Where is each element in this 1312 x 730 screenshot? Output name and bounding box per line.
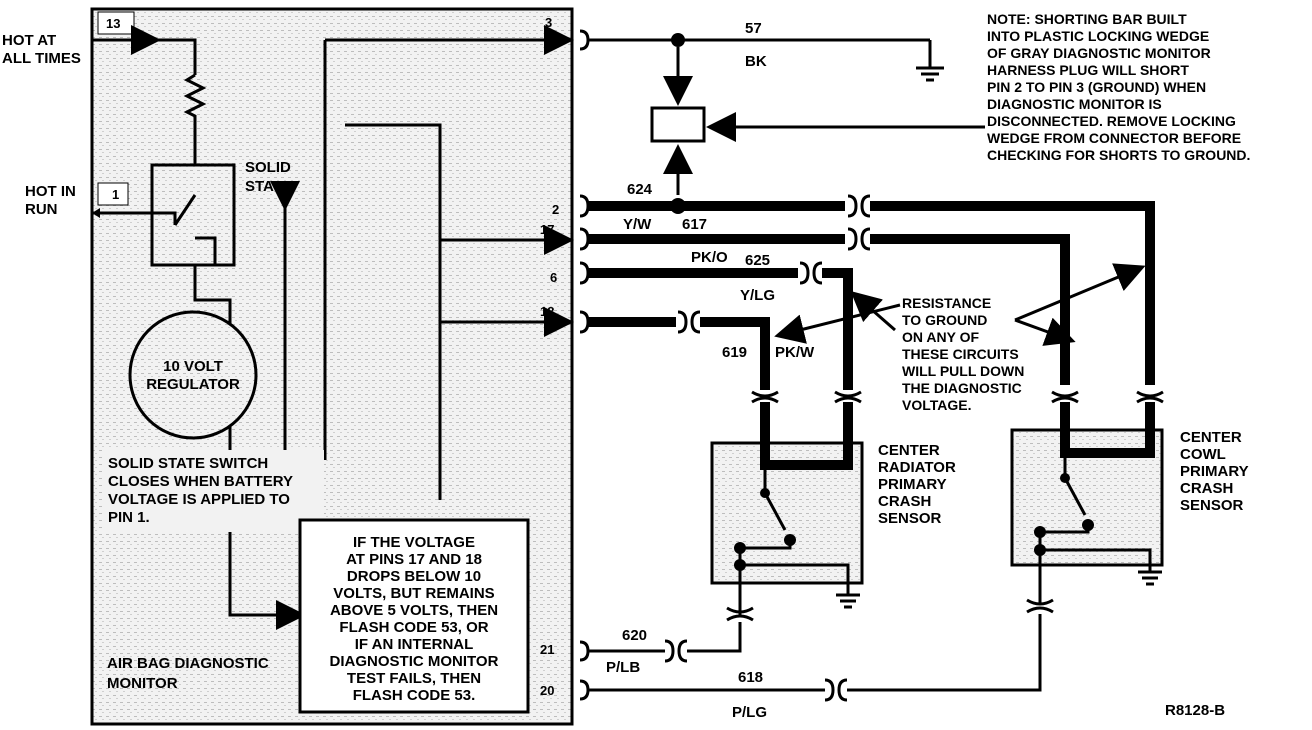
circuit-618-color: P/LG: [732, 704, 767, 721]
switch-note-line2: CLOSES WHEN BATTERY: [108, 473, 293, 490]
circuit-620-color: P/LB: [606, 659, 640, 676]
circuit-618: 618 P/LG: [588, 614, 1042, 721]
hot-at-all-times-line1: HOT AT: [2, 32, 56, 49]
circuit-620: 620 P/LB: [588, 622, 742, 676]
shorting-bar: [650, 47, 985, 195]
pin-2-label: 2: [552, 202, 559, 217]
pin-20-label: 20: [540, 683, 554, 698]
shorting-note-line6: DIAGNOSTIC MONITOR IS: [987, 96, 1162, 112]
solid-state-line2: STATE: [245, 178, 292, 195]
resistance-note-line1: RESISTANCE: [902, 295, 991, 311]
cowl-sensor-line5: SENSOR: [1180, 497, 1244, 514]
circuit-619: 619 PK/W: [588, 310, 815, 390]
pin-3-label: 3: [545, 15, 552, 30]
resistor-symbol: [183, 73, 207, 165]
shorting-note-line9: CHECKING FOR SHORTS TO GROUND.: [987, 147, 1250, 163]
radiator-sensor-line4: CRASH: [878, 493, 931, 510]
circuit-619-number: 619: [722, 344, 747, 361]
resistance-note-line7: VOLTAGE.: [902, 397, 971, 413]
resistance-note-line5: WILL PULL DOWN: [902, 363, 1024, 379]
resistance-note-line6: THE DIAGNOSTIC: [902, 380, 1022, 396]
pin-1-label: 1: [112, 187, 119, 202]
cowl-crash-sensor: CENTER COWL PRIMARY CRASH SENSOR: [1010, 390, 1249, 614]
circuit-624-number: 624: [627, 181, 653, 198]
voltage-note-line10: FLASH CODE 53.: [353, 687, 476, 704]
circuit-57: 57 BK: [588, 20, 944, 82]
voltage-note-line5: ABOVE 5 VOLTS, THEN: [330, 602, 498, 619]
pin-1: 1: [97, 182, 129, 206]
shorting-note-line4: HARNESS PLUG WILL SHORT: [987, 62, 1189, 78]
pin-18-label: 18: [540, 304, 554, 319]
circuit-625: 625 Y/LG: [588, 252, 853, 390]
cowl-sensor-line3: PRIMARY: [1180, 463, 1249, 480]
module-label-line1: AIR BAG DIAGNOSTIC: [107, 655, 269, 672]
shorting-note-line3: OF GRAY DIAGNOSTIC MONITOR: [987, 45, 1211, 61]
shorting-note: NOTE: SHORTING BAR BUILT INTO PLASTIC LO…: [987, 11, 1250, 163]
regulator-line1: 10 VOLT: [163, 358, 223, 375]
pin-6-label: 6: [550, 270, 557, 285]
circuit-57-color: BK: [745, 53, 767, 70]
figure-id: R8128-B: [1165, 702, 1225, 719]
voltage-note-line6: FLASH CODE 53, OR: [339, 619, 488, 636]
shorting-note-line8: WEDGE FROM CONNECTOR BEFORE: [987, 130, 1241, 146]
hot-in-run-line1: HOT IN: [25, 183, 76, 200]
circuit-617-number: 617: [682, 216, 707, 233]
cowl-sensor-line2: COWL: [1180, 446, 1226, 463]
hot-at-all-times-line2: ALL TIMES: [2, 50, 81, 67]
regulator-line2: REGULATOR: [146, 376, 240, 393]
switch-note-line1: SOLID STATE SWITCH: [108, 455, 268, 472]
shorting-note-line7: DISCONNECTED. REMOVE LOCKING: [987, 113, 1236, 129]
circuit-619-color: PK/W: [775, 344, 815, 361]
resistance-note-line3: ON ANY OF: [902, 329, 979, 345]
radiator-sensor-line2: RADIATOR: [878, 459, 956, 476]
circuit-625-number: 625: [745, 252, 770, 269]
circuit-624: 624 Y/W: [588, 181, 1155, 385]
resistance-note-line2: TO GROUND: [902, 312, 987, 328]
pin-13-label: 13: [106, 16, 120, 31]
switch-note-line4: PIN 1.: [108, 509, 150, 526]
circuit-625-color: Y/LG: [740, 287, 775, 304]
shorting-note-line5: PIN 2 TO PIN 3 (GROUND) WHEN: [987, 79, 1206, 95]
radiator-sensor-line3: PRIMARY: [878, 476, 947, 493]
pin-13: 13: [97, 11, 135, 35]
shorting-note-line2: INTO PLASTIC LOCKING WEDGE: [987, 28, 1209, 44]
voltage-note-line4: VOLTS, BUT REMAINS: [333, 585, 494, 602]
solid-state-line1: SOLID: [245, 159, 291, 176]
cowl-sensor-line1: CENTER: [1180, 429, 1242, 446]
radiator-sensor-line5: SENSOR: [878, 510, 942, 527]
circuit-624-color: Y/W: [623, 216, 652, 233]
circuit-57-number: 57: [745, 20, 762, 37]
voltage-note: IF THE VOLTAGE AT PINS 17 AND 18 DROPS B…: [298, 518, 530, 714]
voltage-note-line8: DIAGNOSTIC MONITOR: [330, 653, 499, 670]
circuit-618-number: 618: [738, 669, 763, 686]
circuit-617-color: PK/O: [691, 249, 728, 266]
solid-state-switch: SOLID STATE: [150, 159, 292, 267]
pin-21-label: 21: [540, 642, 554, 657]
radiator-sensor-line1: CENTER: [878, 442, 940, 459]
cowl-sensor-line4: CRASH: [1180, 480, 1233, 497]
pin-17-label: 17: [540, 222, 554, 237]
resistance-note: RESISTANCE TO GROUND ON ANY OF THESE CIR…: [774, 263, 1146, 413]
voltage-note-line1: IF THE VOLTAGE: [353, 534, 475, 551]
shorting-note-line1: NOTE: SHORTING BAR BUILT: [987, 11, 1187, 27]
resistance-note-line4: THESE CIRCUITS: [902, 346, 1019, 362]
voltage-note-line7: IF AN INTERNAL: [355, 636, 474, 653]
module-label-line2: MONITOR: [107, 675, 178, 692]
hot-in-run-line2: RUN: [25, 201, 58, 218]
ten-volt-regulator: 10 VOLT REGULATOR: [128, 310, 258, 440]
switch-note: SOLID STATE SWITCH CLOSES WHEN BATTERY V…: [102, 450, 324, 532]
voltage-note-line3: DROPS BELOW 10: [347, 568, 481, 585]
voltage-note-line2: AT PINS 17 AND 18: [346, 551, 482, 568]
radiator-crash-sensor: CENTER RADIATOR PRIMARY CRASH SENSOR: [710, 390, 956, 622]
circuit-620-number: 620: [622, 627, 647, 644]
module-connectors: [579, 29, 590, 701]
voltage-note-line9: TEST FAILS, THEN: [347, 670, 481, 687]
switch-note-line3: VOLTAGE IS APPLIED TO: [108, 491, 290, 508]
